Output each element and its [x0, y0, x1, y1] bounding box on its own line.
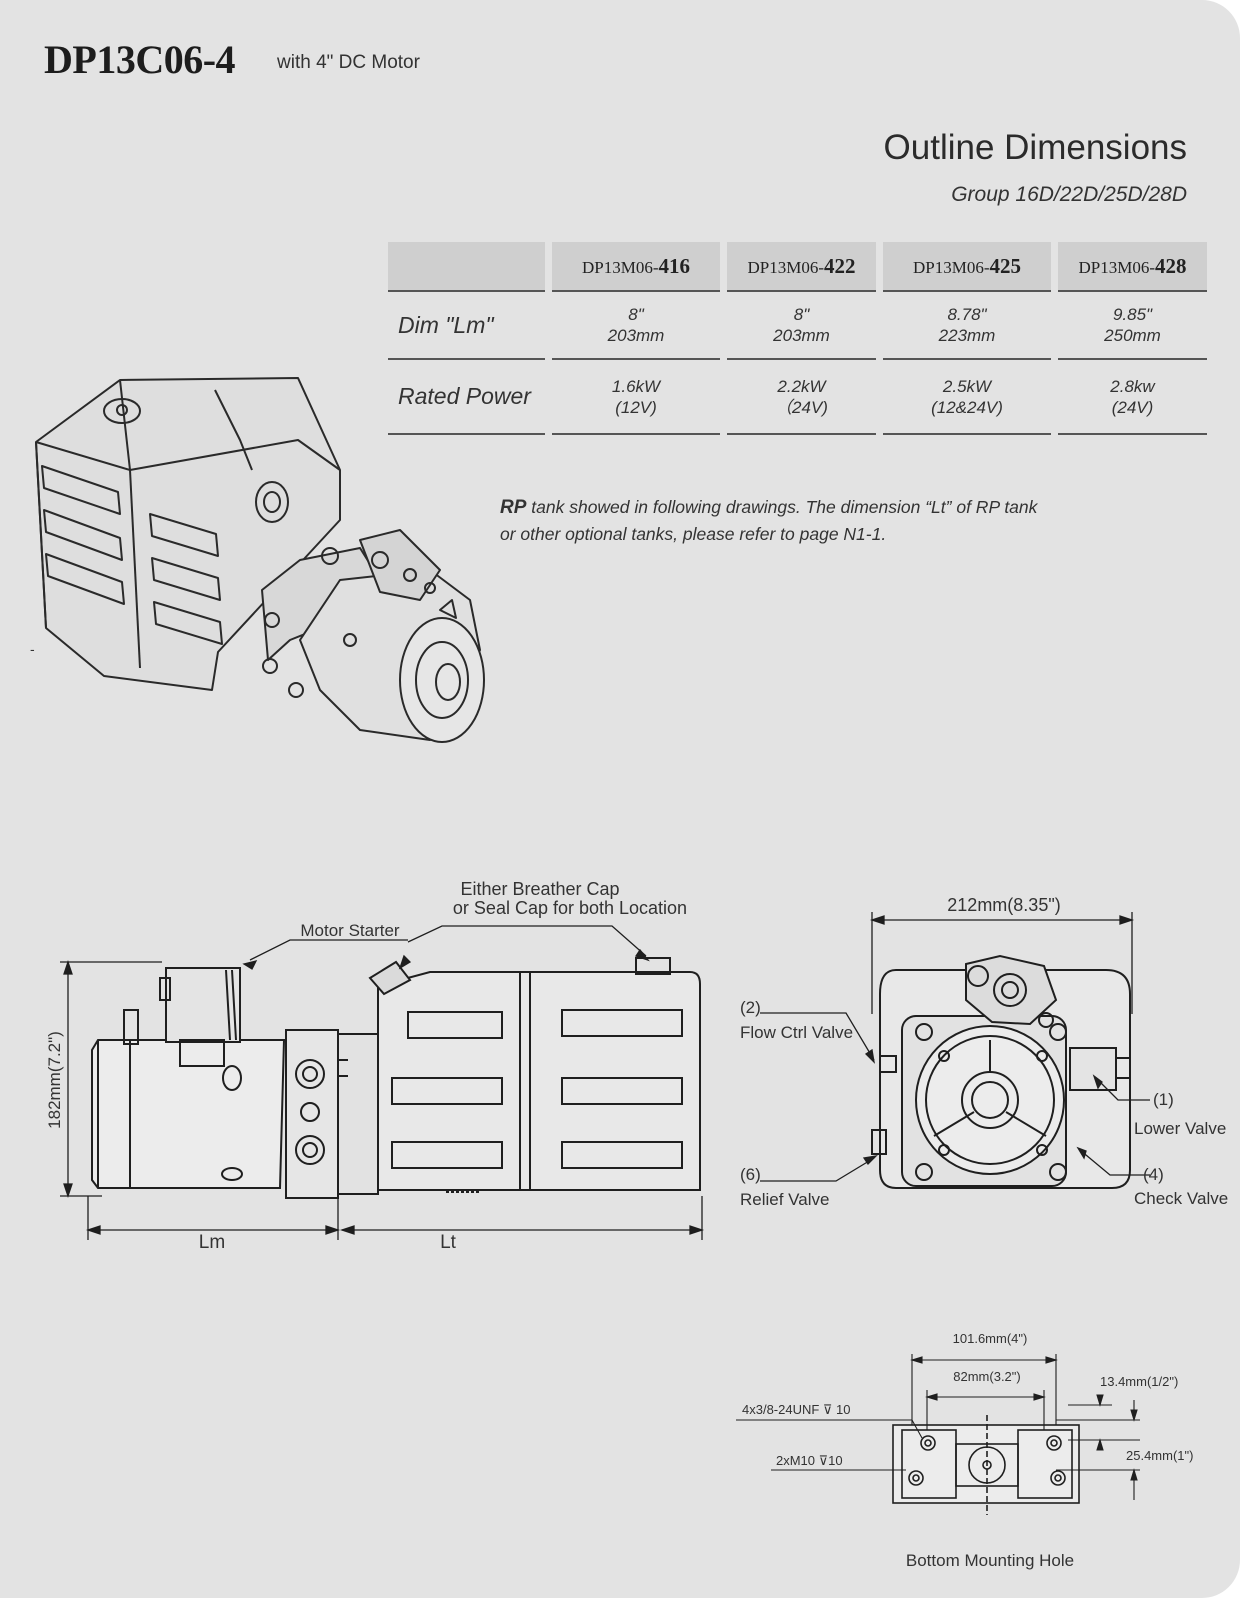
spec-cell: 2.8kw(24V): [1058, 360, 1207, 435]
spec-col-428: DP13M06-428: [1058, 242, 1207, 292]
spec-col-416: DP13M06-416: [552, 242, 720, 292]
lm-dimension: Lm: [199, 1232, 225, 1253]
spec-cell: 8"203mm: [727, 292, 876, 360]
mount-dim-82: 82mm(3.2"): [953, 1369, 1020, 1384]
stray-mark: -: [30, 641, 35, 657]
spec-row-power: Rated Power 1.6kW(12V) 2.2kW（24V) 2.5kW(…: [388, 360, 1207, 435]
model-subtitle: with 4" DC Motor: [277, 52, 420, 73]
width-dimension: 212mm(8.35"): [947, 895, 1060, 915]
outline-heading: Outline Dimensions: [883, 128, 1187, 167]
spec-cell: 2.2kW（24V): [727, 360, 876, 435]
mount-dim-13: 13.4mm(1/2"): [1100, 1374, 1178, 1389]
tank-note: RP tank showed in following drawings. Th…: [500, 497, 1038, 544]
spec-col-422: DP13M06-422: [727, 242, 876, 292]
relief-valve-label: Relief Valve: [740, 1190, 829, 1209]
lower-valve-num: (1): [1153, 1090, 1174, 1109]
flow-ctrl-label: Flow Ctrl Valve: [740, 1023, 853, 1042]
breather-label-2: or Seal Cap for both Location: [453, 898, 687, 918]
check-valve-num: (4): [1143, 1165, 1164, 1184]
spec-row-label: Dim "Lm": [388, 292, 545, 360]
check-valve-label: Check Valve: [1134, 1189, 1228, 1208]
model-title: DP13C06-4: [44, 37, 236, 82]
spec-header-row: DP13M06-416 DP13M06-422 DP13M06-425 DP13…: [388, 242, 1207, 292]
height-dimension: 182mm(7.2"): [45, 1031, 64, 1129]
motor-starter-label: Motor Starter: [300, 921, 400, 940]
spec-table: DP13M06-416 DP13M06-422 DP13M06-425 DP13…: [381, 242, 1214, 435]
breather-label-1: Either Breather Cap: [460, 879, 619, 899]
group-heading: Group 16D/22D/25D/28D: [951, 183, 1187, 206]
spec-cell: 8.78"223mm: [883, 292, 1051, 360]
lower-valve-label: Lower Valve: [1134, 1119, 1226, 1138]
mount-dim-101: 101.6mm(4"): [953, 1331, 1028, 1346]
spec-row-dim: Dim "Lm" 8"203mm 8"203mm 8.78"223mm 9.85…: [388, 292, 1207, 360]
mount-hole-unf: 4x3/8-24UNF ⊽ 10: [742, 1402, 851, 1417]
spec-cell: 1.6kW(12V): [552, 360, 720, 435]
spec-col-425: DP13M06-425: [883, 242, 1051, 292]
spec-row-label: Rated Power: [388, 360, 545, 435]
mounting-caption: Bottom Mounting Hole: [906, 1551, 1074, 1570]
relief-valve-num: (6): [740, 1165, 761, 1184]
flow-ctrl-num: (2): [740, 998, 761, 1017]
spec-cell: 2.5kW(12&24V): [883, 360, 1051, 435]
mount-dim-25: 25.4mm(1"): [1126, 1448, 1193, 1463]
spec-cell: 8"203mm: [552, 292, 720, 360]
spec-cell: 9.85"250mm: [1058, 292, 1207, 360]
spec-header-empty: [388, 242, 545, 292]
mount-hole-m10: 2xM10 ⊽10: [776, 1453, 843, 1468]
lt-dimension: Lt: [440, 1232, 457, 1253]
